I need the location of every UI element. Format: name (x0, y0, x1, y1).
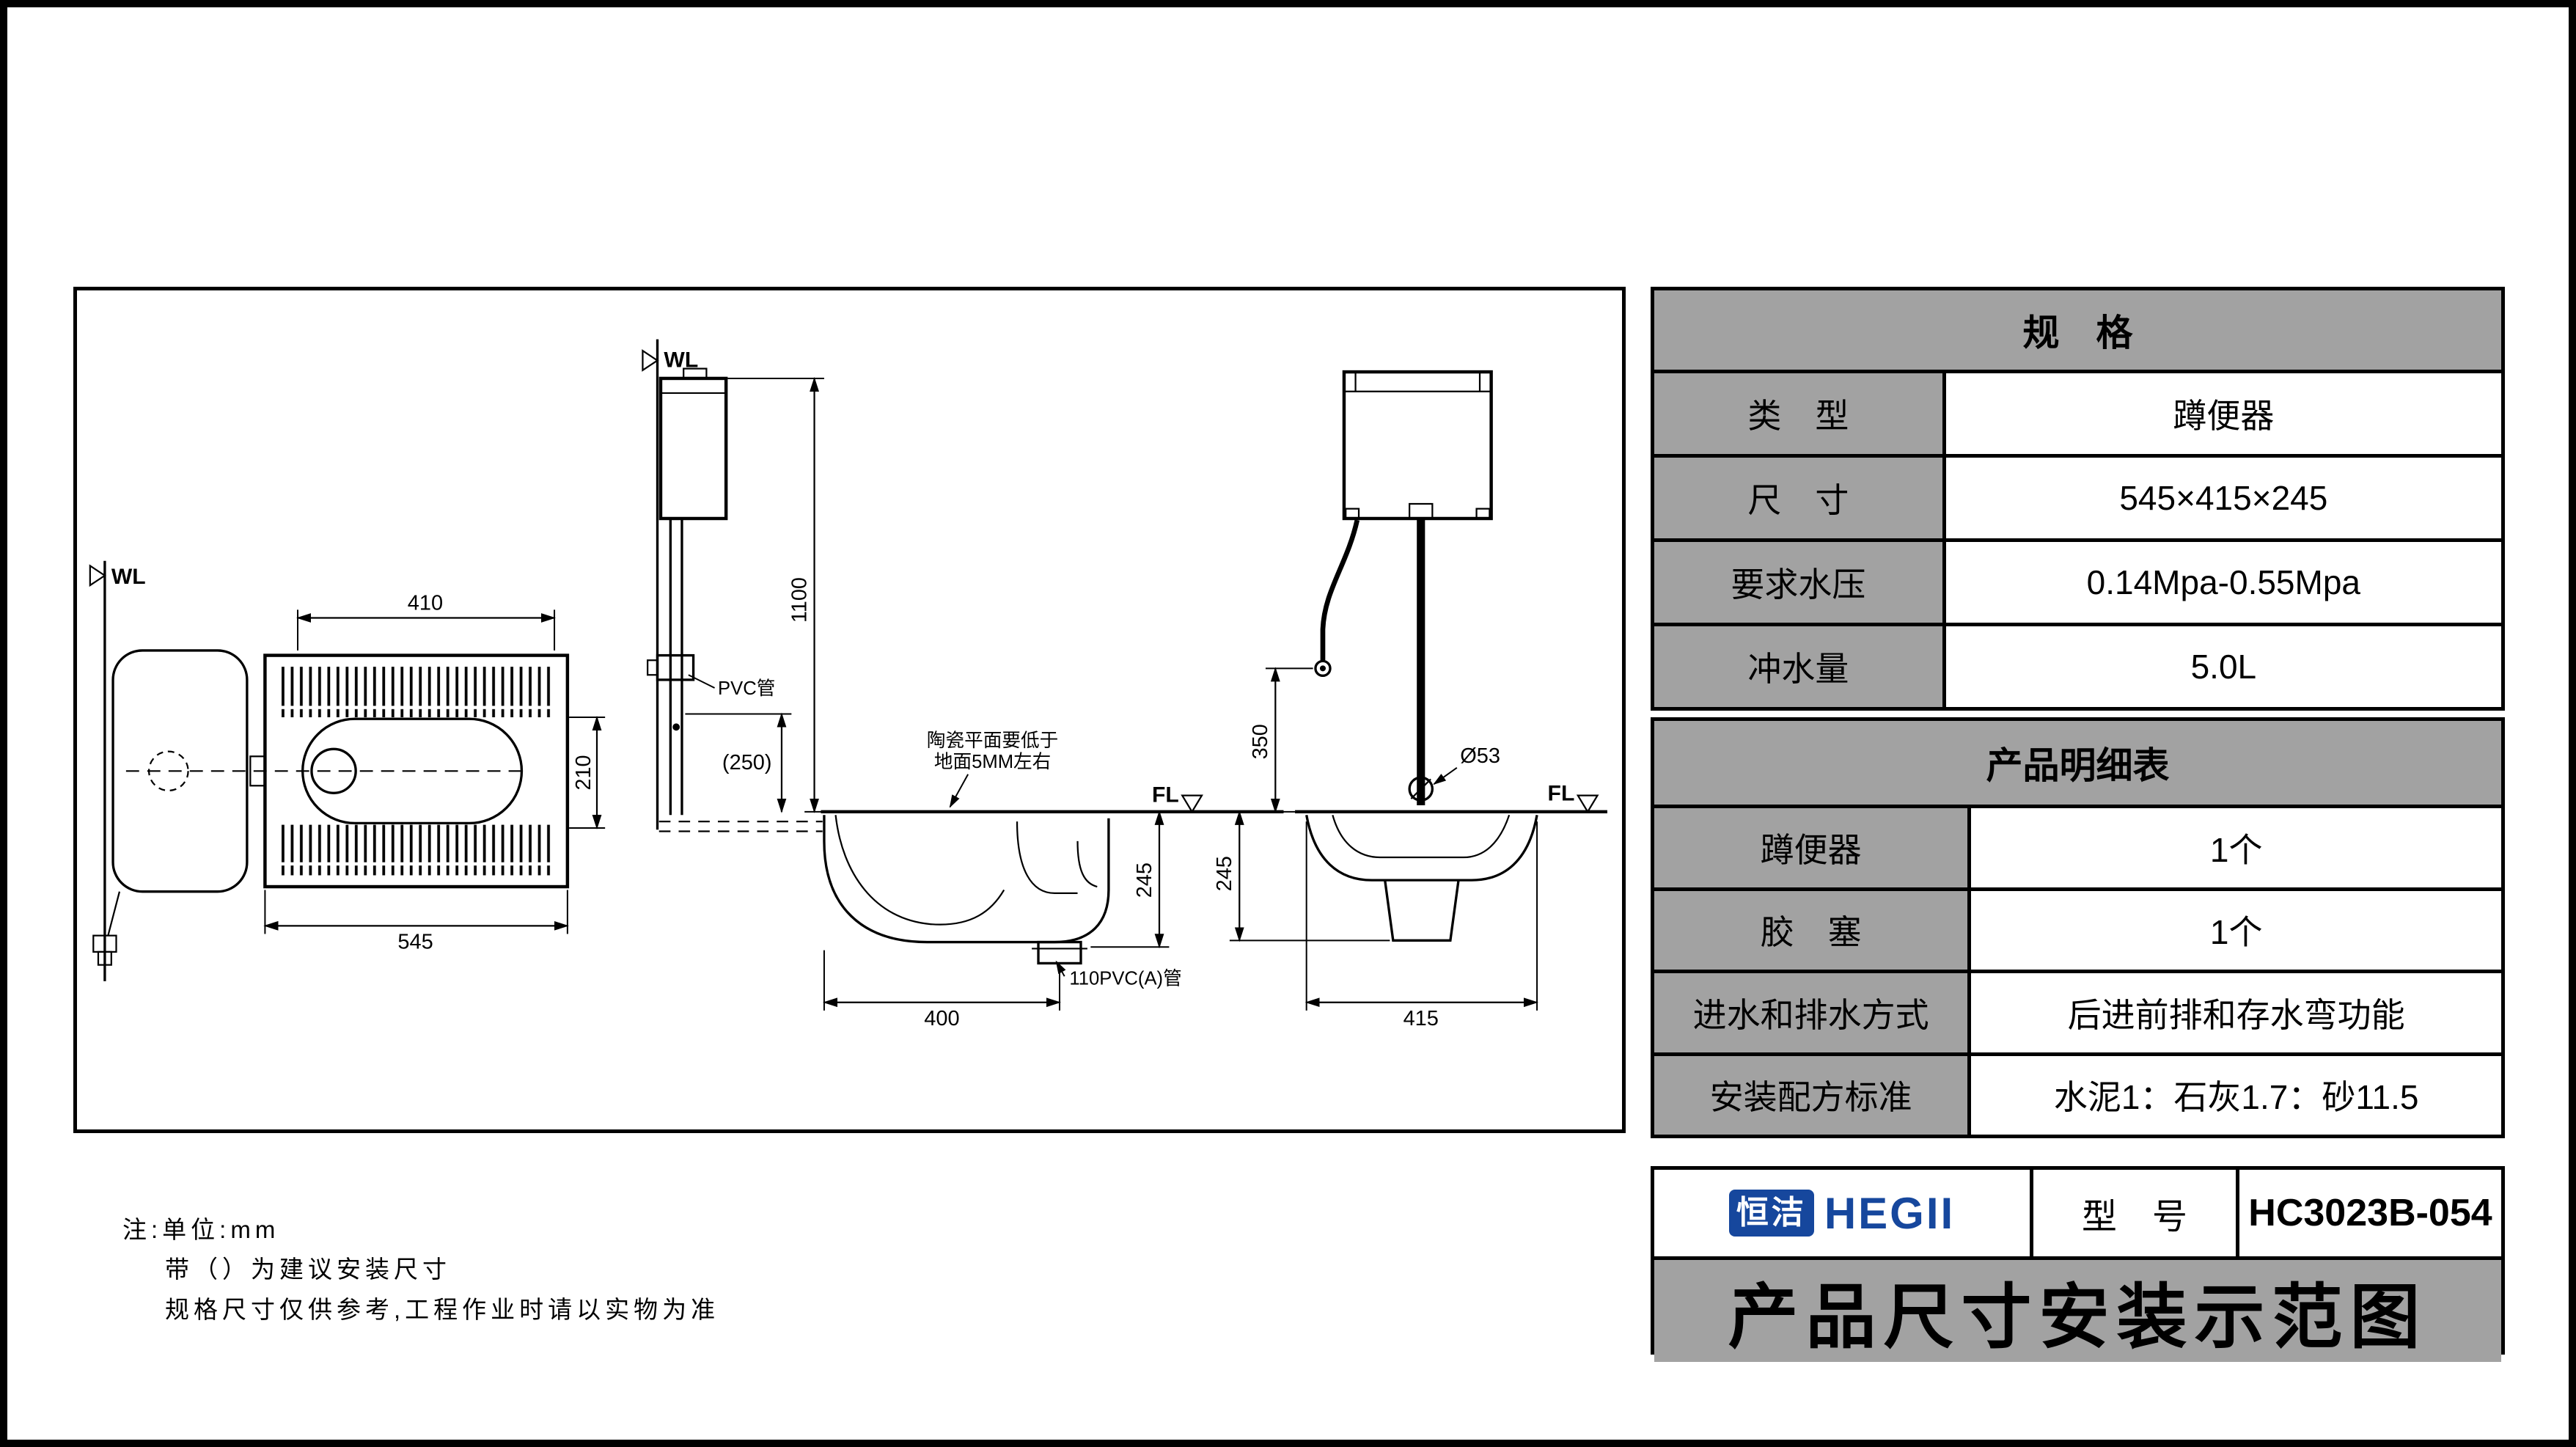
notes: 注:单位:mm 带（）为建议安装尺寸 规格尺寸仅供参考,工程作业时请以实物为准 (122, 1210, 719, 1330)
dim-410: 410 (408, 591, 443, 615)
brand-logo: 恒洁 HEGII (1654, 1170, 2030, 1256)
note-line-1: 注:单位:mm (122, 1216, 280, 1243)
pan-ribs-top (279, 667, 553, 717)
outlet-stub (1037, 940, 1082, 965)
top-view: WL 410 210 (89, 560, 606, 981)
spec-row-pressure-value: 0.14Mpa-0.55Mpa (1945, 542, 2501, 623)
spec-row-flush-value: 5.0L (1945, 626, 2501, 707)
dim-1100: 1100 (788, 577, 811, 623)
wall-line-label: WL (111, 565, 146, 589)
front-view: Ø53 350 FL 245 415 (1213, 370, 1607, 1030)
dim-250: (250) (722, 751, 772, 774)
floor-line-label: FL (1548, 781, 1575, 805)
side-view: WL PVC管 1100 (250) (642, 339, 1284, 1030)
detail-row-plug-label: 胶 塞 (1654, 890, 1968, 970)
spec-row-type-value: 蹲便器 (1945, 373, 2501, 454)
detail-table: 产品明细表 蹲便器 1个 胶 塞 1个 进水和排水方式 后进前排和存水弯功能 安… (1651, 717, 2505, 1138)
dim-415: 415 (1403, 1007, 1439, 1030)
detail-row-waterway-value: 后进前排和存水弯功能 (1971, 973, 2501, 1052)
flush-button (683, 367, 708, 380)
drawing-panel: WL 410 210 (73, 287, 1626, 1133)
wall-level-flag-icon (642, 349, 659, 372)
detail-row-pan-label: 蹲便器 (1654, 808, 1968, 887)
pan-front-outline (1305, 814, 1538, 882)
dim-245-side: 245 (1133, 862, 1156, 898)
inlet-valve (656, 653, 695, 681)
floor-line-label: FL (1152, 783, 1179, 807)
detail-row-plug-value: 1个 (1971, 890, 2501, 970)
cistern-front-view (1342, 370, 1493, 521)
pvc-pipe-label: PVC管 (718, 678, 775, 699)
spec-row-size-label: 尺 寸 (1654, 458, 1942, 538)
detail-table-title: 产品明细表 (1654, 721, 2501, 805)
dim-350: 350 (1249, 724, 1272, 759)
floor-level-flag-icon (1576, 794, 1599, 813)
inlet-spud (249, 755, 266, 787)
dim-400: 400 (924, 1007, 959, 1030)
cistern-top-view (111, 649, 249, 893)
pan-drain-circle (310, 747, 357, 794)
diagram-title: 产品尺寸安装示范图 (1654, 1260, 2501, 1362)
pan-section-outline (823, 815, 1110, 944)
detail-row-waterway-label: 进水和排水方式 (1654, 973, 1968, 1052)
outlet-pipe-label: 110PVC(A)管 (1069, 967, 1181, 989)
spec-row-size-value: 545×415×245 (1945, 458, 2501, 538)
note-line-3: 规格尺寸仅供参考,工程作业时请以实物为准 (165, 1295, 720, 1323)
model-value: HC3023B-054 (2239, 1170, 2501, 1256)
drain-spigot (1384, 879, 1460, 942)
cistern-side-view (658, 376, 728, 521)
surface-note-line1: 陶瓷平面要低于 (927, 730, 1058, 751)
pan-ribs-bottom (279, 824, 553, 876)
pan-bowl-opening (301, 717, 524, 825)
brand-logo-en: HEGII (1824, 1188, 1956, 1238)
model-label: 型 号 (2033, 1170, 2236, 1256)
dim-245-front: 245 (1213, 856, 1236, 891)
spec-table: 规 格 类 型 蹲便器 尺 寸 545×415×245 要求水压 0.14Mpa… (1651, 287, 2505, 711)
wall-level-flag-icon (89, 564, 106, 587)
brand-logo-cn: 恒洁 (1728, 1190, 1814, 1237)
spec-table-title: 规 格 (1654, 290, 2501, 370)
detail-row-mortar-value: 水泥1：石灰1.7：砂11.5 (1971, 1055, 2501, 1135)
dim-210: 210 (572, 755, 595, 790)
note-line-2: 带（）为建议安装尺寸 (165, 1256, 451, 1283)
spec-row-pressure-label: 要求水压 (1654, 542, 1942, 623)
pipe-diameter-symbol (1408, 776, 1434, 802)
dim-545: 545 (397, 930, 433, 953)
title-block: 恒洁 HEGII 型 号 HC3023B-054 产品尺寸安装示范图 (1651, 1166, 2505, 1362)
floor-level-flag-icon (1181, 794, 1203, 813)
supply-hose (1320, 519, 1360, 661)
dim-diameter-53: Ø53 (1460, 744, 1500, 768)
detail-row-pan-value: 1个 (1971, 808, 2501, 887)
technical-drawing: WL 410 210 (89, 339, 1607, 1030)
surface-note-line2: 地面5MM左右 (934, 751, 1051, 772)
detail-row-mortar-label: 安装配方标准 (1654, 1055, 1968, 1135)
spec-row-type-label: 类 型 (1654, 373, 1942, 454)
supply-fitting (1314, 659, 1332, 678)
spec-row-flush-label: 冲水量 (1654, 626, 1942, 707)
